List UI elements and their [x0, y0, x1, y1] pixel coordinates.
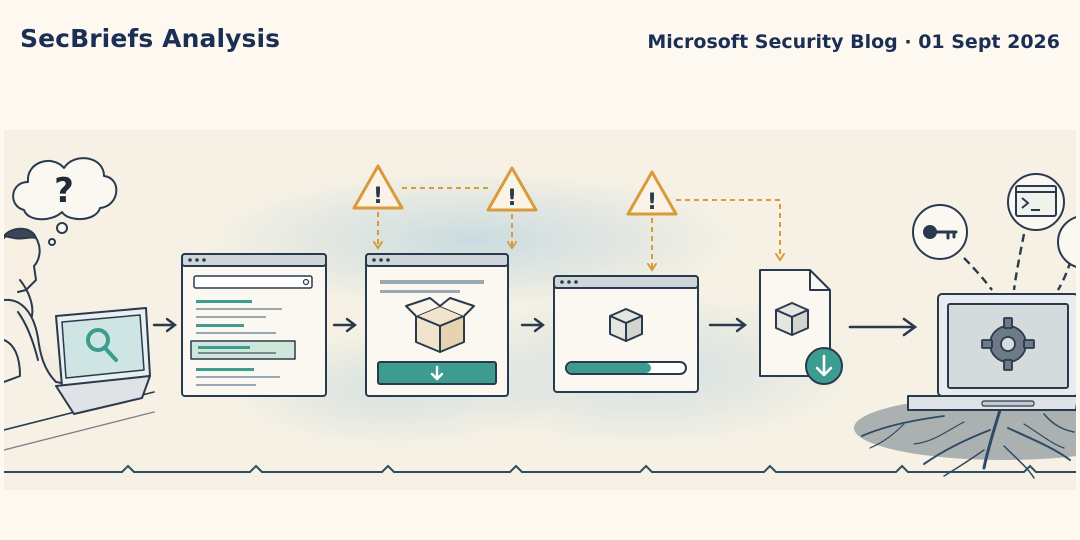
infected-laptop: [854, 173, 1076, 479]
warning-icons: ! ! !: [352, 164, 678, 216]
user-laptop: [55, 307, 151, 415]
source-line: Microsoft Security Blog · 01 Sept 2026: [647, 31, 1060, 53]
magnifier-icon: [86, 328, 118, 362]
warning-connectors: [377, 187, 781, 268]
infection-roots: [854, 396, 1076, 479]
flow-arrow: [848, 317, 918, 337]
file-package-icon: [775, 302, 809, 336]
warning-symbol: !: [507, 186, 517, 211]
user-searching: ?: [4, 157, 155, 451]
progress-bar-fill: [567, 363, 651, 373]
download-arrow-icon: [430, 365, 444, 381]
downloaded-file: [759, 269, 843, 385]
download-progress: [553, 275, 699, 393]
attack-chain-illustration: ?: [4, 130, 1076, 490]
warning-icon: !: [352, 164, 404, 210]
flow-arrow: [152, 317, 177, 333]
search-results: [181, 253, 327, 397]
flow-arrow: [520, 317, 545, 333]
warning-symbol: !: [647, 190, 657, 215]
warning-connector-arrowheads: [373, 241, 785, 272]
small-package-icon: [609, 308, 643, 342]
warning-icon: !: [486, 166, 538, 212]
question-mark: ?: [54, 171, 74, 211]
fake-download-page: [365, 253, 509, 397]
flow-arrow: [708, 317, 747, 333]
flow-arrow: [332, 317, 357, 333]
thought-bubble: ?: [12, 157, 118, 246]
warning-icon: !: [626, 170, 678, 216]
brand-title: SecBriefs Analysis: [20, 24, 281, 53]
package-icon: [405, 297, 475, 353]
warning-symbol: !: [373, 184, 383, 209]
key-icon: [912, 204, 968, 260]
extra-payload-icon: [1057, 216, 1076, 268]
gear-icon: [981, 317, 1035, 371]
timeline-line: [4, 464, 1076, 473]
illustration-svg: ?: [4, 157, 1076, 479]
highlighted-result: [190, 340, 296, 360]
terminal-icon: [1007, 173, 1065, 231]
